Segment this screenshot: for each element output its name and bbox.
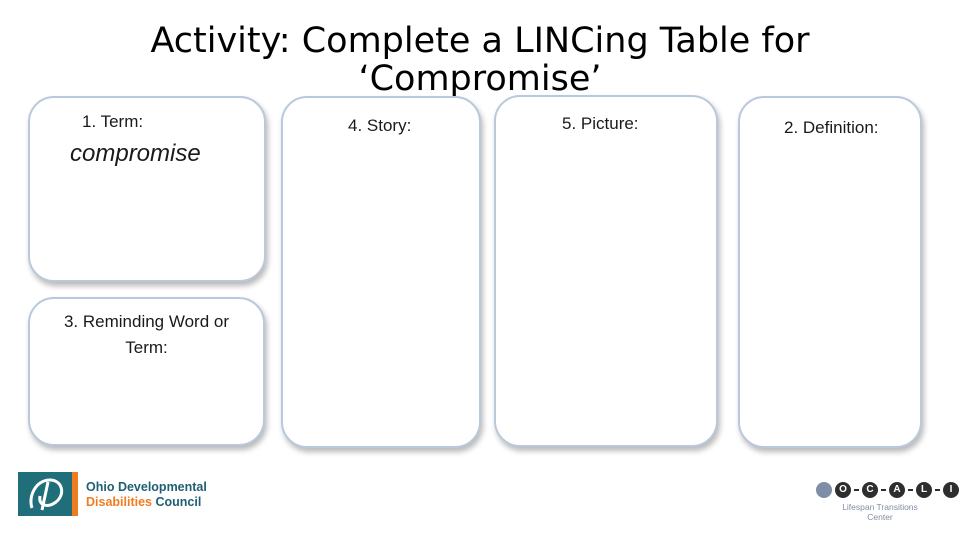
- page-title: Activity: Complete a LINCing Table for ‘…: [150, 22, 810, 99]
- odd-logo-line2-rest: Council: [152, 495, 202, 509]
- definition-label: 2. Definition:: [784, 118, 879, 137]
- ocali-letter-a: A: [889, 482, 905, 498]
- ocali-dash: [854, 489, 859, 491]
- ocali-dash: [881, 489, 886, 491]
- odd-logo-line2: Disabilities Council: [86, 495, 207, 510]
- definition-box[interactable]: 2. Definition:: [738, 96, 922, 448]
- story-label: 4. Story:: [348, 116, 412, 135]
- odd-logo-accent-bar: [72, 472, 78, 516]
- ocali-letter-l: L: [916, 482, 932, 498]
- picture-box[interactable]: 5. Picture:: [494, 95, 718, 447]
- ocali-dash: [908, 489, 913, 491]
- ocali-letter-i: I: [943, 482, 959, 498]
- term-label: 1. Term:: [82, 112, 144, 131]
- reminding-word-box[interactable]: 3. Reminding Word or Term:: [28, 297, 265, 446]
- odd-council-logo-text: Ohio Developmental Disabilities Council: [86, 480, 207, 510]
- odd-logo-line2-accent: Disabilities: [86, 495, 152, 509]
- ocali-logo: O C A L I: [816, 482, 959, 498]
- reminding-word-label: 3. Reminding Word or Term:: [63, 312, 230, 357]
- story-box[interactable]: 4. Story:: [281, 96, 481, 448]
- term-box[interactable]: 1. Term: compromise: [28, 96, 266, 282]
- ocali-people-icon: [816, 482, 832, 498]
- ocali-subtitle: Lifespan Transitions Center: [842, 502, 918, 522]
- odd-logo-line1: Ohio Developmental: [86, 480, 207, 494]
- ocali-dash: [935, 489, 940, 491]
- ocali-letter-o: O: [835, 482, 851, 498]
- odd-council-logo-icon: [18, 472, 78, 516]
- term-value: compromise: [70, 140, 201, 167]
- ocali-letter-c: C: [862, 482, 878, 498]
- picture-label: 5. Picture:: [562, 114, 639, 133]
